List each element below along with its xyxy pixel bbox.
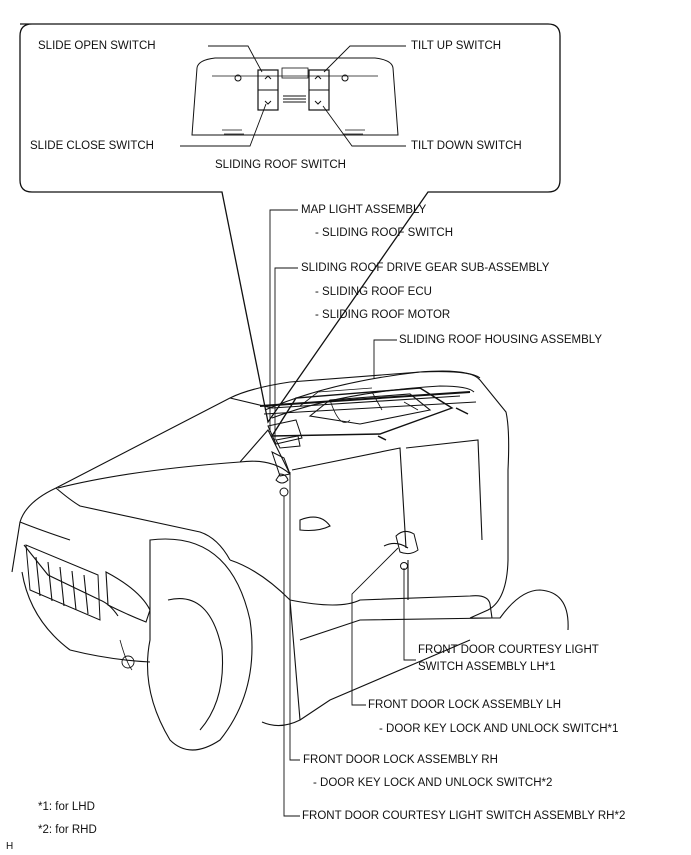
front-door-lock-rh-sub-label: - DOOR KEY LOCK AND UNLOCK SWITCH*2: [313, 777, 553, 789]
drive-gear-sub1-label: - SLIDING ROOF ECU: [315, 286, 432, 298]
courtesy-rh-label: FRONT DOOR COURTESY LIGHT SWITCH ASSEMBL…: [302, 810, 626, 822]
tilt-down-switch-label: TILT DOWN SWITCH: [411, 140, 522, 152]
note-lhd: *1: for LHD: [38, 801, 95, 813]
sliding-roof-housing-label: SLIDING ROOF HOUSING ASSEMBLY: [399, 334, 602, 346]
corner-mark: H: [6, 841, 14, 852]
map-light-assembly: [267, 419, 303, 497]
note-rhd: *2: for RHD: [38, 824, 97, 836]
courtesy-lh-line1: FRONT DOOR COURTESY LIGHT: [418, 644, 599, 656]
callout-box: [19, 23, 561, 424]
slide-close-switch-label: SLIDE CLOSE SWITCH: [30, 140, 154, 152]
drive-gear-label: SLIDING ROOF DRIVE GEAR SUB-ASSEMBLY: [301, 262, 550, 274]
front-door-lock-lh: [395, 530, 419, 570]
map-light-assembly-label: MAP LIGHT ASSEMBLY: [301, 204, 427, 216]
front-door-lock-rh-label: FRONT DOOR LOCK ASSEMBLY RH: [303, 754, 498, 766]
front-door-lock-lh-sub-label: - DOOR KEY LOCK AND UNLOCK SWITCH*1: [379, 723, 619, 735]
drive-gear-sub2-label: - SLIDING ROOF MOTOR: [315, 309, 451, 321]
courtesy-lh-line2: SWITCH ASSEMBLY LH*1: [418, 661, 556, 673]
tilt-up-switch-label: TILT UP SWITCH: [411, 40, 502, 52]
sliding-roof-switch-caption: SLIDING ROOF SWITCH: [215, 159, 346, 171]
slide-open-switch-label: SLIDE OPEN SWITCH: [38, 40, 156, 52]
part-leaders: [269, 209, 416, 817]
vehicle-body: [11, 370, 569, 751]
sliding-roof-housing: [264, 371, 481, 441]
front-door-lock-lh-label: FRONT DOOR LOCK ASSEMBLY LH: [368, 699, 561, 711]
roof-console: [191, 57, 399, 136]
callout-leaders: [180, 45, 406, 147]
map-light-sub-label: - SLIDING ROOF SWITCH: [315, 227, 453, 239]
